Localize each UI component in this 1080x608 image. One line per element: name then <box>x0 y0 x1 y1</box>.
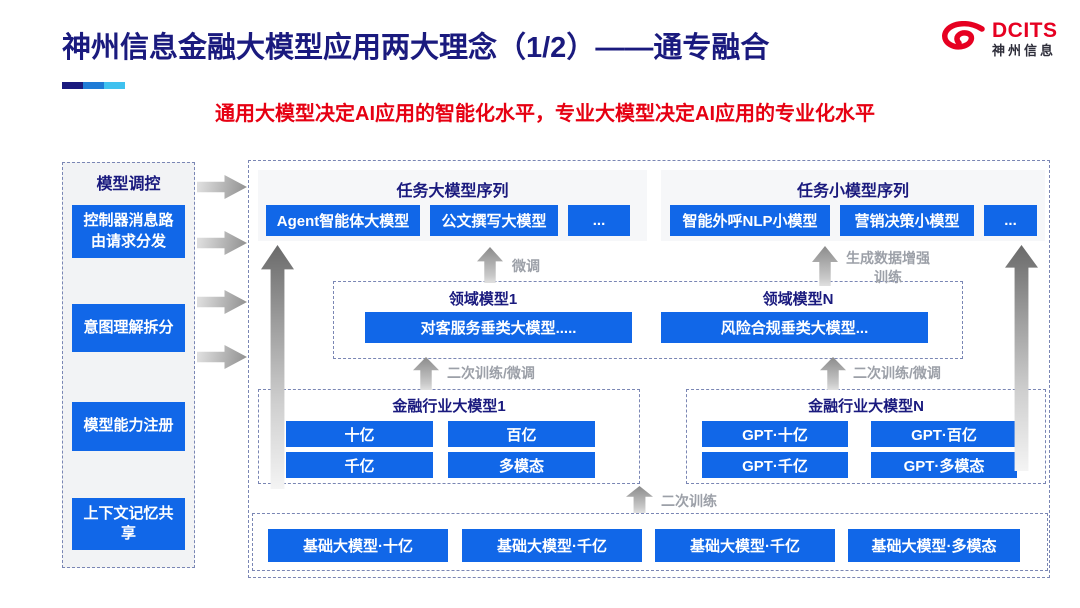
arrow-right-icon <box>197 345 247 369</box>
model-chip-base-100b: 基础大模型·千亿 <box>462 529 642 562</box>
task-large-title: 任务大模型序列 <box>396 183 509 200</box>
model-chip-10b: 百亿 <box>448 421 595 447</box>
model-chip-document-writing: 公文撰写大模型 <box>430 205 558 236</box>
sidebar-item-register: 模型能力注册 <box>72 402 185 451</box>
sidebar-title: 模型调控 <box>96 176 161 193</box>
logo-brand-cn: 神州信息 <box>992 43 1057 59</box>
model-chip-marketing: 营销决策小模型 <box>840 205 974 236</box>
brand-logo: DCITS 神州信息 <box>940 19 1058 59</box>
accent-bar <box>62 82 125 89</box>
sidebar-item-router: 控制器消息路由请求分发 <box>72 205 185 258</box>
model-chip-gpt-1b: GPT·十亿 <box>702 421 848 447</box>
logo-texts: DCITS 神州信息 <box>992 19 1058 59</box>
model-chip-gpt-multimodal: GPT·多模态 <box>871 452 1017 478</box>
label-retrain-finetune-left: 二次训练/微调 <box>447 365 535 381</box>
domain-model-n-title: 领域模型N <box>762 291 834 308</box>
accent-segment <box>83 82 104 89</box>
model-chip-multimodal: 多模态 <box>448 452 595 478</box>
domain-model-1-title: 领域模型1 <box>448 291 518 308</box>
industry-model-1-title: 金融行业大模型1 <box>392 398 506 415</box>
model-chip-outbound-nlp: 智能外呼NLP小模型 <box>670 205 830 236</box>
model-chip-agent: Agent智能体大模型 <box>266 205 420 236</box>
label-gen-data-augment: 生成数据增强训练 <box>846 250 930 285</box>
label-retrain: 二次训练 <box>661 493 717 509</box>
sidebar-item-intent: 意图理解拆分 <box>72 304 185 352</box>
industry-model-n-title: 金融行业大模型N <box>808 398 924 415</box>
model-chip-100b: 千亿 <box>286 452 433 478</box>
arrow-right-icon <box>197 231 247 255</box>
accent-segment <box>104 82 125 89</box>
model-chip-base-100b: 基础大模型·千亿 <box>655 529 835 562</box>
model-chip-risk-compliance: 风险合规垂类大模型... <box>661 312 928 343</box>
page-title: 神州信息金融大模型应用两大理念（1/2）——通专融合 <box>62 32 770 64</box>
model-chip-1b: 十亿 <box>286 421 433 447</box>
model-chip-gpt-10b: GPT·百亿 <box>871 421 1017 447</box>
model-chip-customer-service: 对客服务垂类大模型..... <box>365 312 632 343</box>
label-retrain-finetune-right: 二次训练/微调 <box>853 365 941 381</box>
logo-brand-text: DCITS <box>992 19 1058 42</box>
arrow-right-icon <box>197 175 247 199</box>
model-chip-base-multimodal: 基础大模型·多模态 <box>848 529 1020 562</box>
accent-segment <box>62 82 83 89</box>
logo-swirl-icon <box>942 20 985 50</box>
model-chip-ellipsis: ... <box>984 205 1037 236</box>
task-small-title: 任务小模型序列 <box>796 183 909 200</box>
label-finetune: 微调 <box>512 258 540 274</box>
page-subtitle: 通用大模型决定AI应用的智能化水平，专业大模型决定AI应用的专业化水平 <box>215 103 875 125</box>
arrow-right-icon <box>197 290 247 314</box>
sidebar-item-context: 上下文记忆共享 <box>72 498 185 550</box>
model-chip-ellipsis: ... <box>568 205 630 236</box>
model-chip-base-1b: 基础大模型·十亿 <box>268 529 448 562</box>
model-chip-gpt-100b: GPT·千亿 <box>702 452 848 478</box>
